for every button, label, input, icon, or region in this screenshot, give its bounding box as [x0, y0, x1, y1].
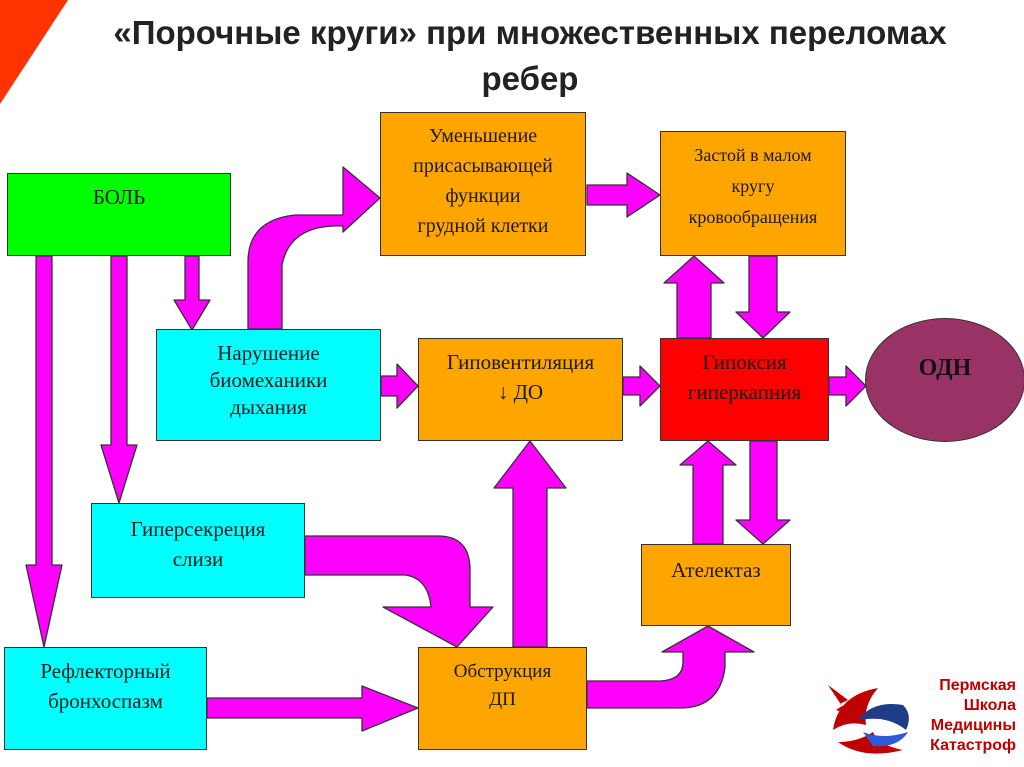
node-odn: ОДН	[865, 318, 1024, 442]
arrow-pain-hypersec	[100, 255, 138, 504]
node-biomech: Нарушение биомеханики дыхания	[156, 329, 381, 441]
arrow-pain-reflex	[25, 255, 63, 648]
logo-emblem	[828, 685, 909, 754]
arrow-reflex-obstr	[206, 685, 419, 732]
node-hypovent: Гиповентиляция ↓ ДО	[418, 338, 623, 441]
corner-decoration	[0, 0, 68, 104]
arrow-stasis-hypoxia	[735, 255, 791, 339]
logo-text: Пермская Школа Медицины Катастроф	[930, 677, 1016, 754]
node-suction: Уменьшение присасывающей функции грудной…	[380, 112, 586, 256]
arrow-biomech-hypovent	[380, 363, 419, 409]
arrow-suction-stasis	[586, 172, 661, 218]
arrow-pain-biomech	[173, 255, 211, 331]
arrow-atelect-hypoxia	[679, 440, 737, 545]
node-hypersec: Гиперсекреция слизи	[91, 503, 305, 598]
arrow-hypovent-hypoxia	[622, 365, 661, 407]
arrow-biomech-suction	[247, 166, 381, 330]
slide-title: «Порочные круги» при множественных перел…	[113, 14, 947, 97]
arrow-hypoxia-stasis	[663, 255, 725, 339]
node-stasis: Застой в малом кругу кровообращения	[660, 131, 846, 256]
node-hypoxia: Гипоксия гиперкапния	[660, 338, 829, 441]
node-obstr: Обструкция ДП	[418, 647, 587, 750]
node-atelect: Ателектаз	[641, 544, 791, 626]
arrow-hypersec-obstr	[304, 535, 494, 648]
node-reflex: Рефлекторный бронхоспазм	[4, 647, 207, 750]
arrow-obstr-atelect	[586, 625, 755, 709]
arrow-hypoxia-atelect	[735, 440, 791, 545]
arrow-obstr-hypovent	[493, 440, 567, 648]
node-pain: БОЛЬ	[7, 173, 231, 256]
arrow-hypoxia-odn	[828, 365, 867, 407]
